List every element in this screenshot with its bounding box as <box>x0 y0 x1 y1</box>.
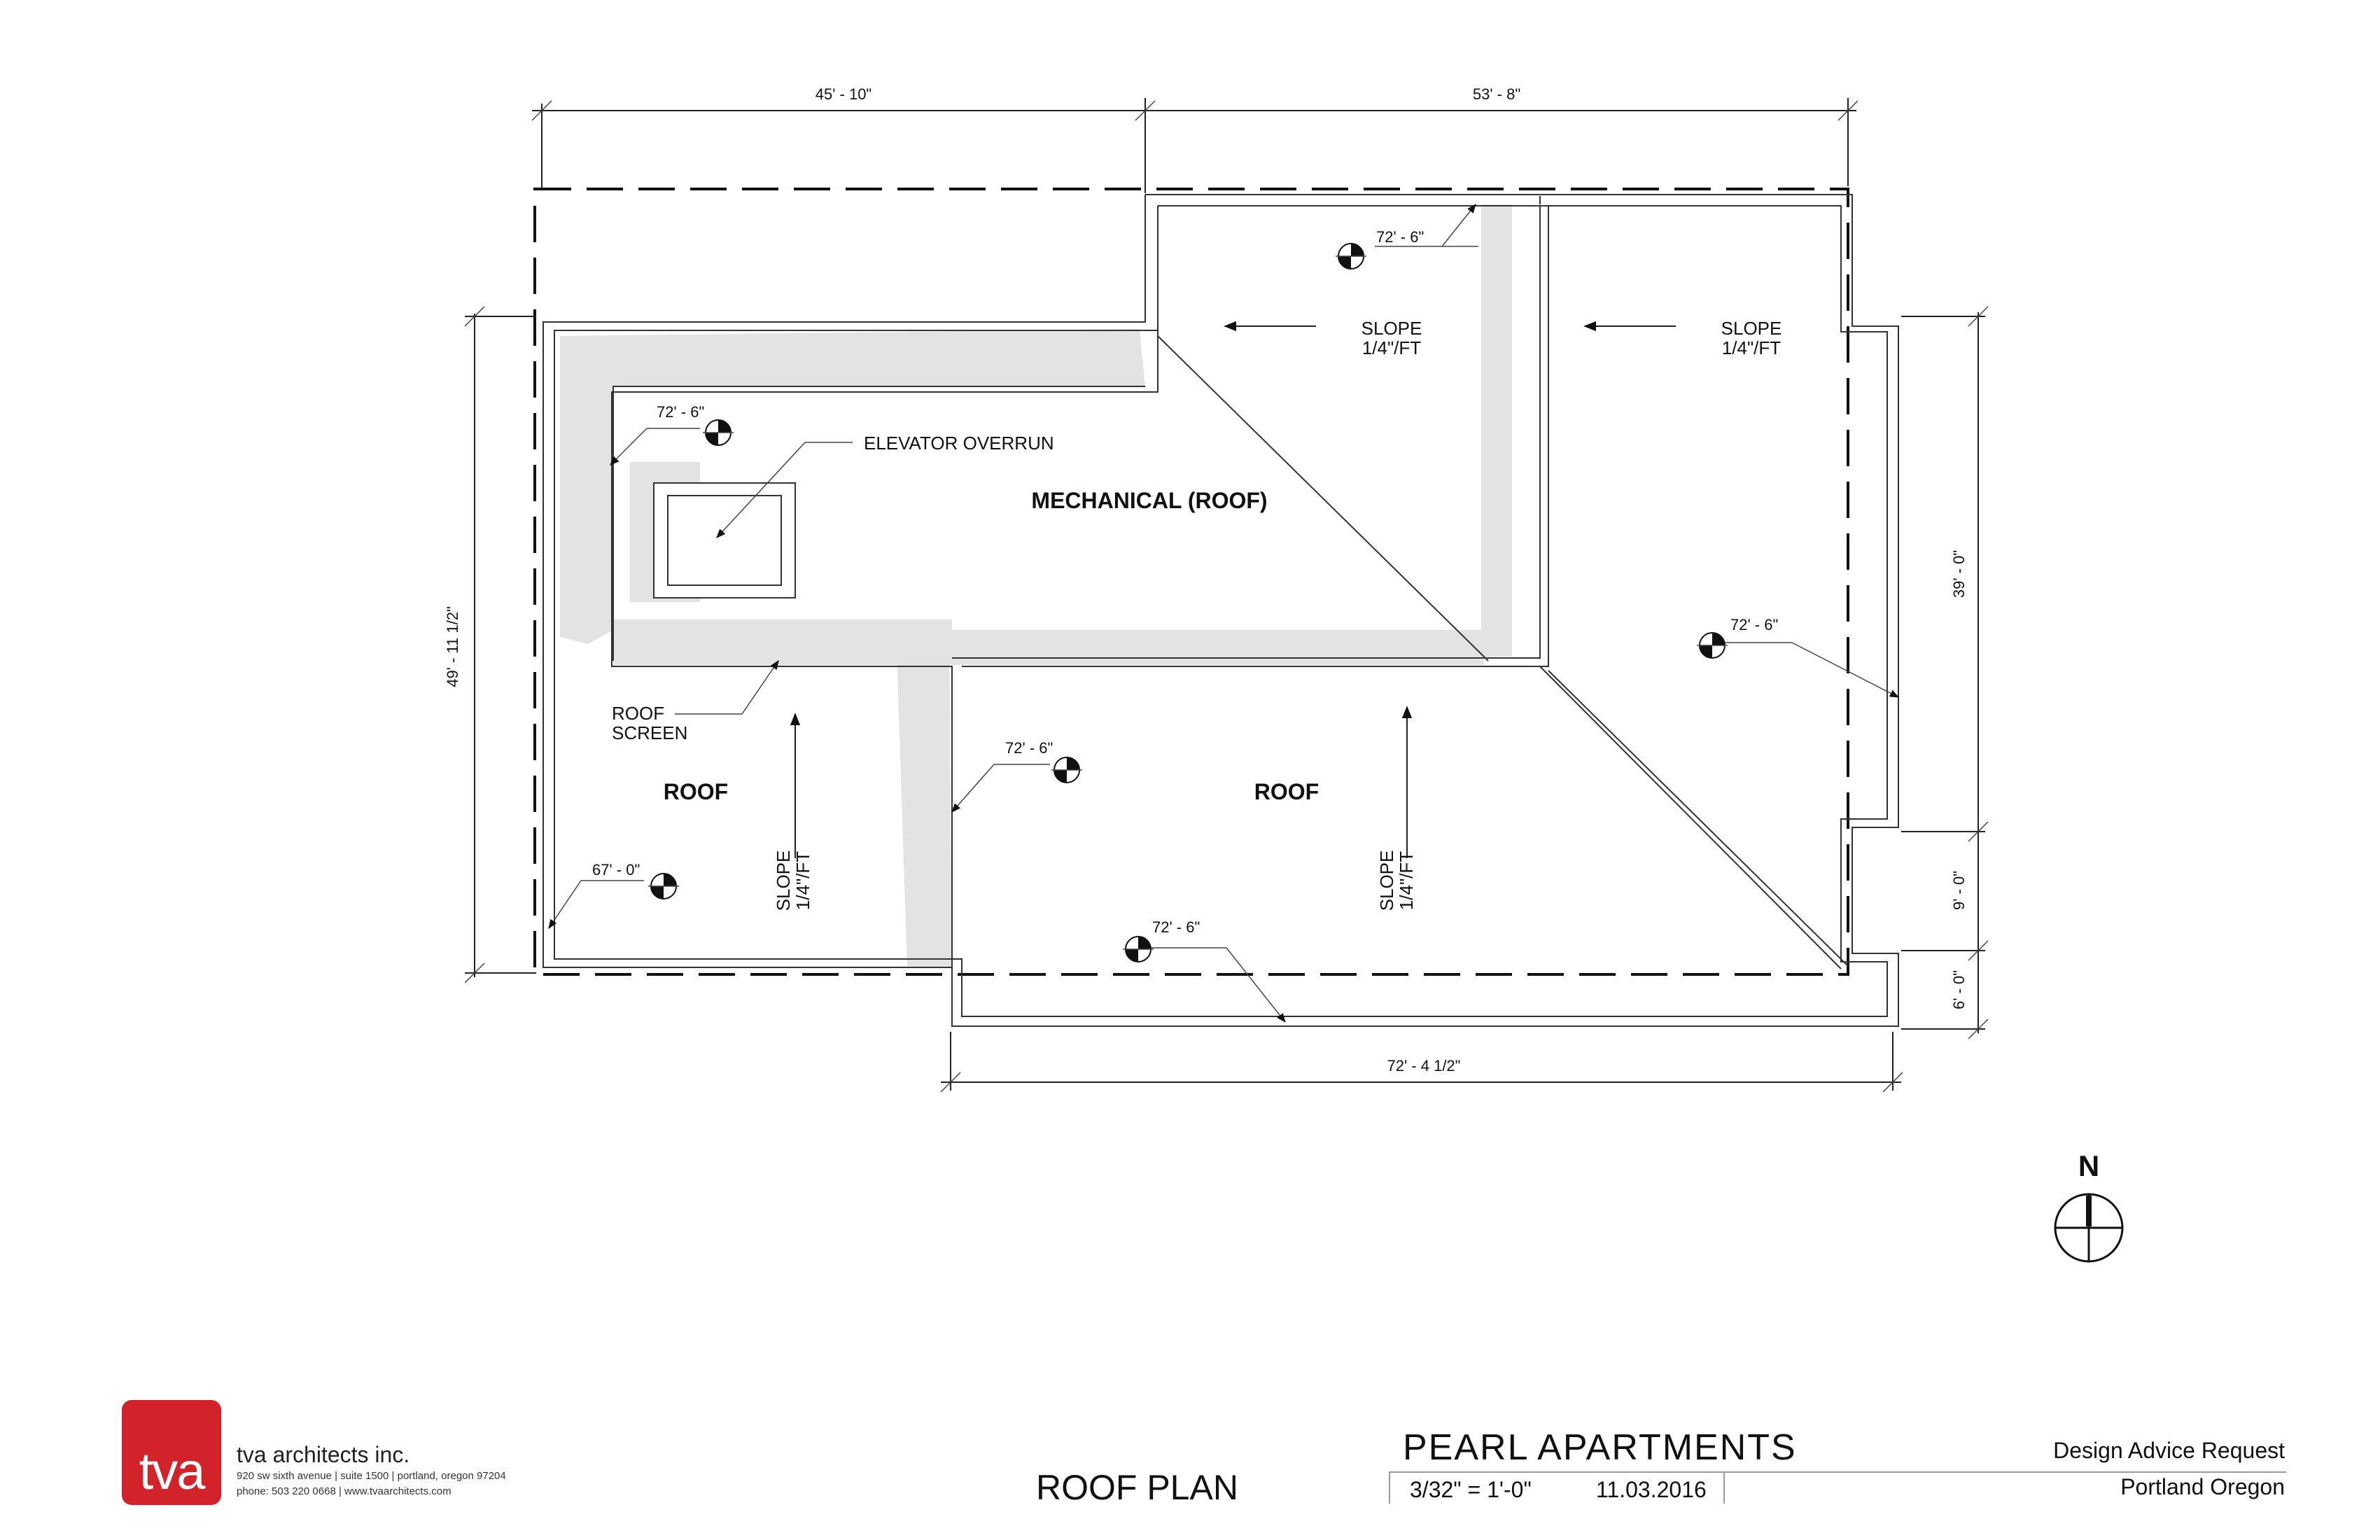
project-location: Portland Oregon <box>2120 1474 2285 1499</box>
firm-logo: tva <box>122 1400 221 1505</box>
roof-screen-label-line2: SCREEN <box>612 722 687 743</box>
north-label: N <box>2078 1149 2099 1182</box>
slope-3-label: SLOPE <box>773 850 794 911</box>
elevator-overrun-label: ELEVATOR OVERRUN <box>864 433 1054 454</box>
slope-4-value: 1/4"/FT <box>1396 851 1417 910</box>
elevation-marker-3 <box>1697 632 1900 698</box>
slope-2-value: 1/4"/FT <box>1722 337 1781 358</box>
firm-address: 920 sw sixth avenue | suite 1500 | portl… <box>237 1470 506 1482</box>
elevation-marker-5 <box>548 873 679 930</box>
slope-1-value: 1/4"/FT <box>1362 337 1421 358</box>
mechanical-roof-label: MECHANICAL (ROOF) <box>1031 488 1267 513</box>
sheet-title: ROOF PLAN <box>1036 1468 1238 1507</box>
dimension-bottom: 72' - 4 1/2" <box>1387 1057 1461 1074</box>
elevation-4: 72' - 6" <box>1005 739 1053 757</box>
dimension-top-right: 53' - 8" <box>1473 85 1520 103</box>
dimension-lines <box>464 98 1989 1093</box>
elevation-marker-6 <box>1123 936 1286 1023</box>
slope-3-value: 1/4"/FT <box>792 851 813 910</box>
elevation-marker-2 <box>610 419 734 465</box>
north-arrow-icon <box>2054 1193 2124 1263</box>
drawing-scale: 3/32" = 1'-0" <box>1410 1477 1532 1502</box>
elevation-5: 67' - 0" <box>592 861 640 878</box>
dimension-left: 49' - 11 1/2" <box>444 606 461 687</box>
building-walls <box>542 194 1899 1027</box>
property-line <box>533 188 1849 976</box>
elevation-marker-4 <box>951 757 1082 813</box>
firm-name: tva architects inc. <box>237 1442 410 1467</box>
elevation-marker-1 <box>1336 203 1478 270</box>
elevation-3: 72' - 6" <box>1730 616 1778 634</box>
elevation-1: 72' - 6" <box>1376 228 1424 246</box>
firm-phone: phone: 503 220 0668 | www.tvaarchitects.… <box>237 1485 451 1497</box>
leader-lines <box>675 442 853 715</box>
dimension-right-middle: 9' - 0" <box>1950 871 1968 910</box>
roof-screen-shading <box>560 204 1512 967</box>
firm-logo-text: tva <box>139 1442 206 1500</box>
title-block-divider-mid <box>1723 1471 1725 1504</box>
dimension-top-left: 45' - 10" <box>816 85 872 103</box>
drawing-date: 11.03.2016 <box>1596 1477 1707 1502</box>
project-name: PEARL APARTMENTS <box>1403 1427 1797 1468</box>
elevation-2: 72' - 6" <box>657 403 704 421</box>
roof-left-label: ROOF <box>664 779 728 804</box>
roof-right-label: ROOF <box>1254 779 1319 804</box>
slope-1-label: SLOPE <box>1362 318 1422 339</box>
elevator-overrun <box>653 482 796 598</box>
dimension-right-lower: 6' - 0" <box>1950 970 1968 1009</box>
roof-screen-label-line1: ROOF <box>612 703 664 724</box>
elevation-6: 72' - 6" <box>1152 918 1200 936</box>
title-block-divider-left <box>1389 1471 1390 1504</box>
slope-arrows <box>790 321 1676 858</box>
slope-4-label: SLOPE <box>1376 850 1397 911</box>
title-block-divider <box>1389 1471 2286 1473</box>
submittal-purpose: Design Advice Request <box>2053 1438 2285 1463</box>
dimension-right-upper: 39' - 0" <box>1950 550 1968 598</box>
slope-2-label: SLOPE <box>1721 318 1782 339</box>
